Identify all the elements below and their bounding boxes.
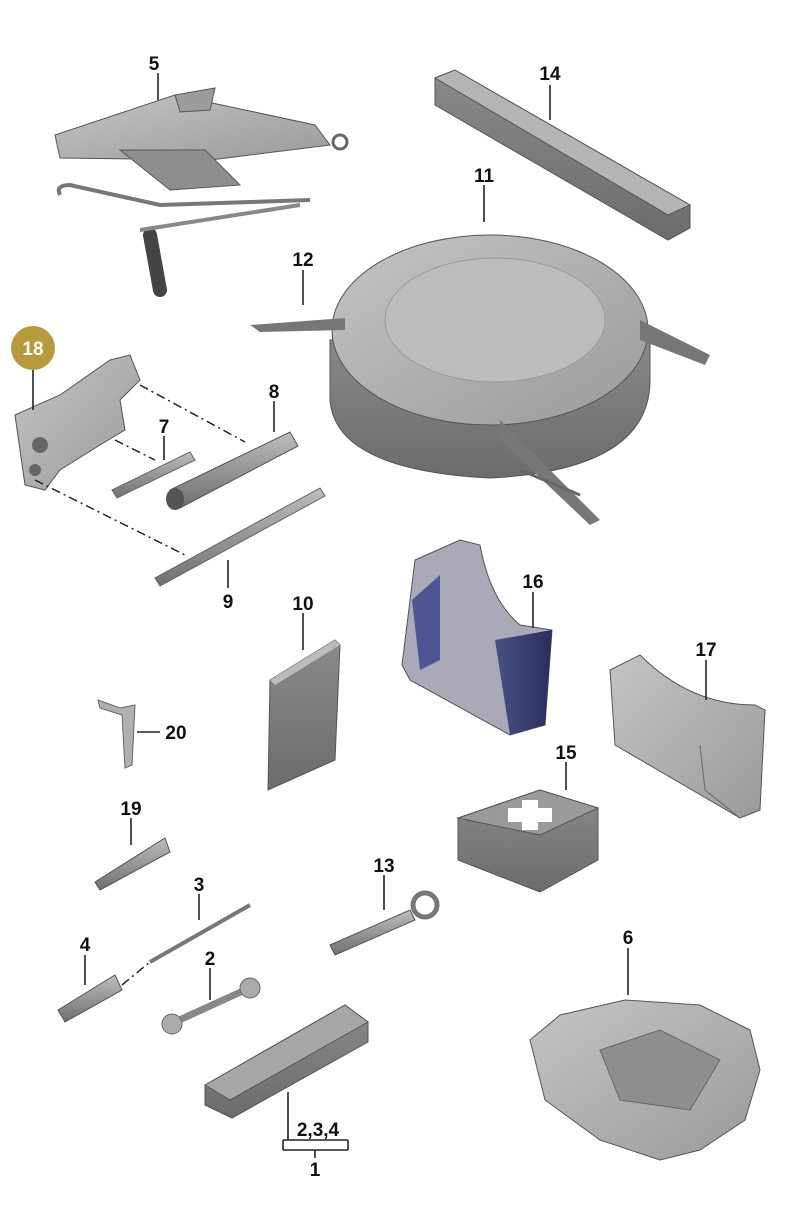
callout-12: 12 xyxy=(292,250,313,271)
screwdriver-blade-part xyxy=(149,903,251,964)
callout-2: 2 xyxy=(205,949,216,970)
short-rod-part xyxy=(111,451,196,499)
square-bar-part xyxy=(433,69,692,241)
callout-13: 13 xyxy=(373,856,394,877)
callout-16: 16 xyxy=(522,572,543,593)
callout-5: 5 xyxy=(149,54,160,75)
long-rod-part xyxy=(154,487,326,587)
callout-10: 10 xyxy=(292,594,313,615)
callout-3: 3 xyxy=(194,875,205,896)
callout-20: 20 xyxy=(165,723,186,744)
callout-18: 18 xyxy=(22,339,43,360)
callout-1: 1 xyxy=(310,1160,321,1181)
callout-7: 7 xyxy=(159,417,170,438)
callout-4: 4 xyxy=(80,935,91,956)
towing-eye-part xyxy=(329,890,440,956)
tool-pouch-part xyxy=(204,1004,369,1119)
highlight-badge xyxy=(11,326,55,370)
callout-14: 14 xyxy=(539,64,561,85)
callout-9: 9 xyxy=(223,592,234,613)
wrench-part xyxy=(161,977,261,1035)
callout-6: 6 xyxy=(623,928,634,949)
foam-insert-part xyxy=(401,539,553,736)
scissor-jack-part xyxy=(54,87,349,297)
tool-bracket-part xyxy=(14,354,141,491)
callout-15: 15 xyxy=(555,743,577,764)
callout-17: 17 xyxy=(695,640,716,661)
callout-19: 19 xyxy=(120,799,141,820)
clip-part xyxy=(97,699,136,769)
blade-part xyxy=(94,837,171,891)
foam-block-part xyxy=(609,654,766,819)
socket-tube-part xyxy=(166,431,299,510)
callout-8: 8 xyxy=(269,382,280,403)
assembly-lines xyxy=(34,384,246,556)
leader-lines xyxy=(32,73,707,1158)
pad-part xyxy=(267,639,341,791)
first-aid-kit-part xyxy=(456,789,600,893)
screwdriver-handle-part xyxy=(57,961,151,1023)
callout-labels: 5 14 11 12 18 8 7 9 16 10 17 20 15 19 13… xyxy=(22,54,716,1181)
callout-2-3-4: 2,3,4 xyxy=(297,1120,340,1141)
callout-11: 11 xyxy=(474,166,495,187)
wheel-cover-part xyxy=(250,234,710,525)
storage-tray-part xyxy=(529,999,761,1161)
